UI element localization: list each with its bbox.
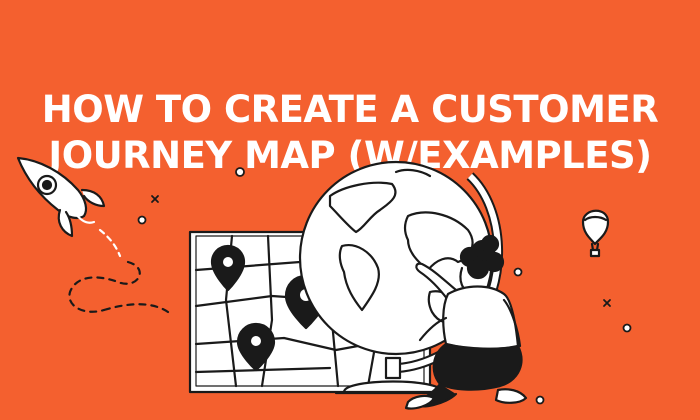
hot-air-balloon-icon xyxy=(581,209,610,258)
map-pin-icon xyxy=(236,322,276,372)
person-icon xyxy=(404,234,528,410)
map-pin-icon xyxy=(210,244,246,292)
title-line-2: JOURNEY MAP (W/EXAMPLES) xyxy=(48,133,652,177)
rocket-icon xyxy=(16,156,170,314)
sparkle-icon xyxy=(137,167,632,405)
globe-icon xyxy=(298,160,494,356)
title-line-1: HOW TO CREATE A CUSTOMER xyxy=(41,87,659,131)
page-title: HOW TO CREATE A CUSTOMER JOURNEY MAP (W/… xyxy=(0,87,700,179)
